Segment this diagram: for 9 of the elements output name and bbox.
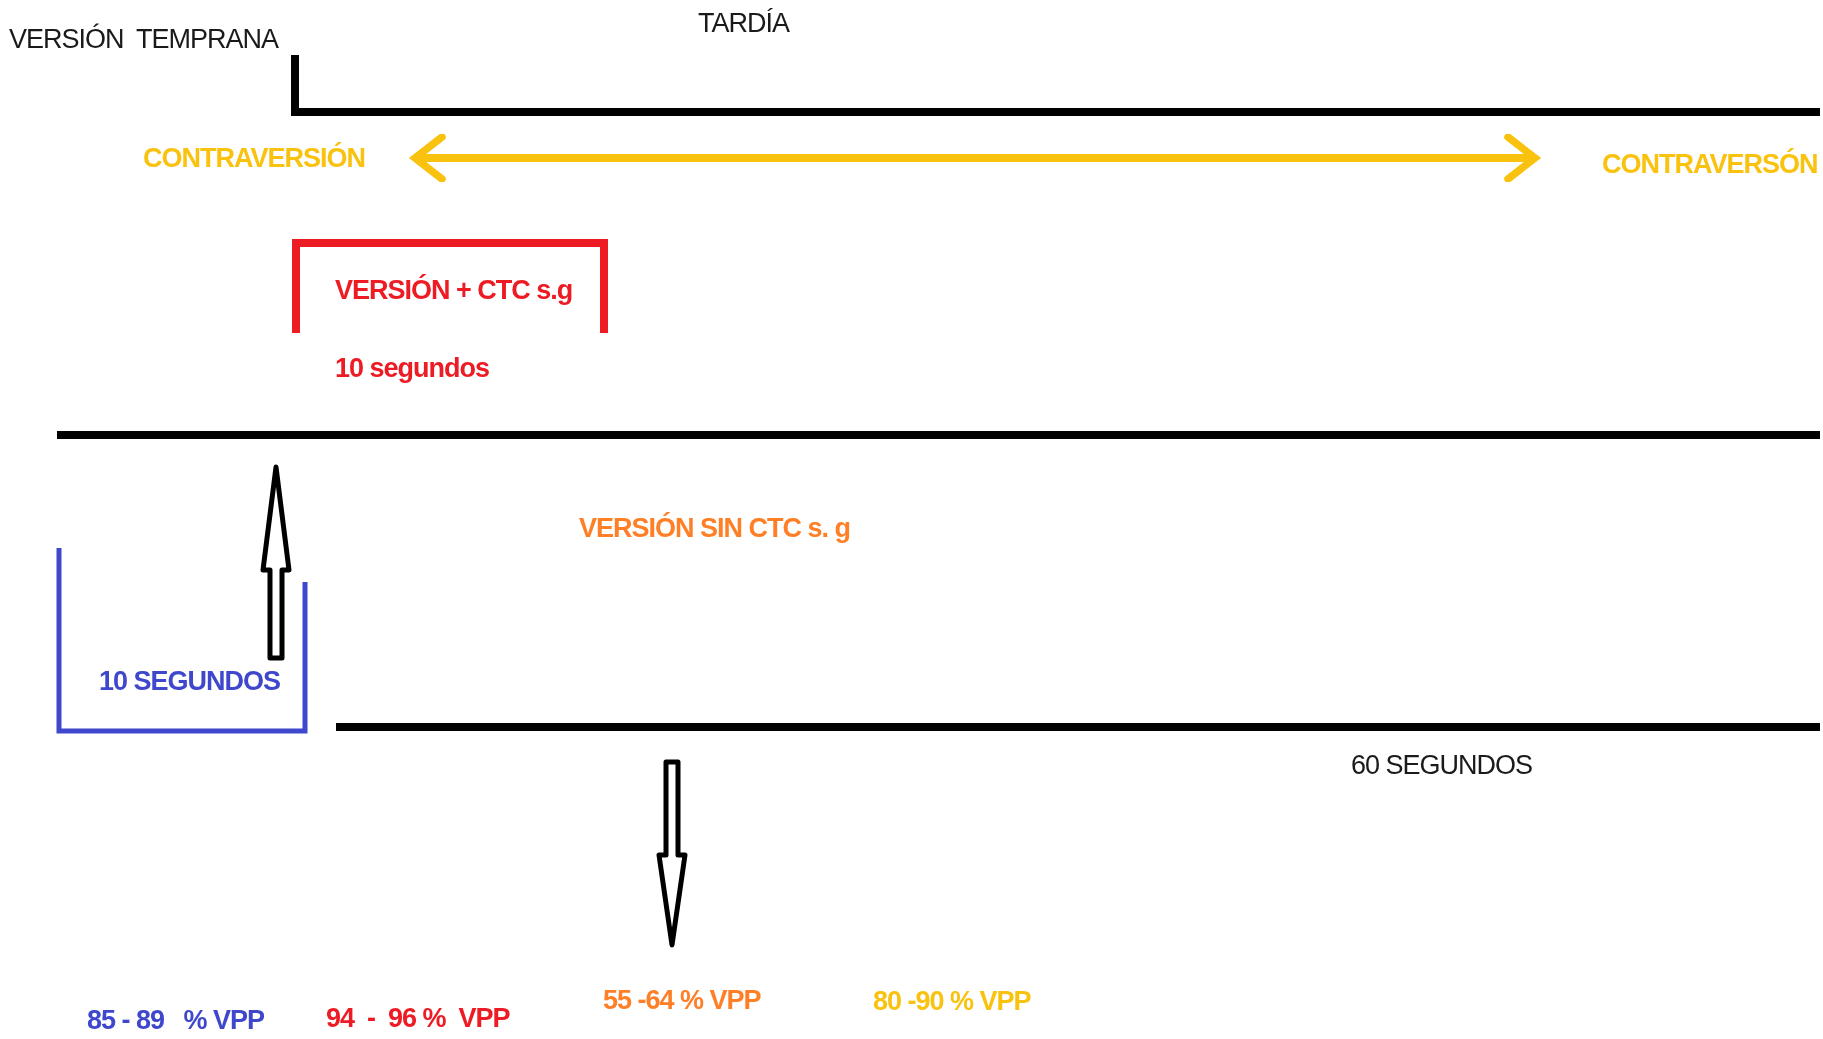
label: TARDÍA <box>698 10 789 37</box>
label: 85 - 89 % VPP <box>87 1007 265 1034</box>
label: 10 SEGUNDOS <box>99 668 281 695</box>
label: 80 -90 % VPP <box>873 988 1031 1015</box>
label: TEMPRANA <box>136 26 279 53</box>
label: 10 segundos <box>335 355 490 382</box>
label: 55 -64 % VPP <box>603 987 761 1014</box>
label: 94 - 96 % VPP <box>326 1005 510 1032</box>
label: 60 SEGUNDOS <box>1351 752 1533 779</box>
